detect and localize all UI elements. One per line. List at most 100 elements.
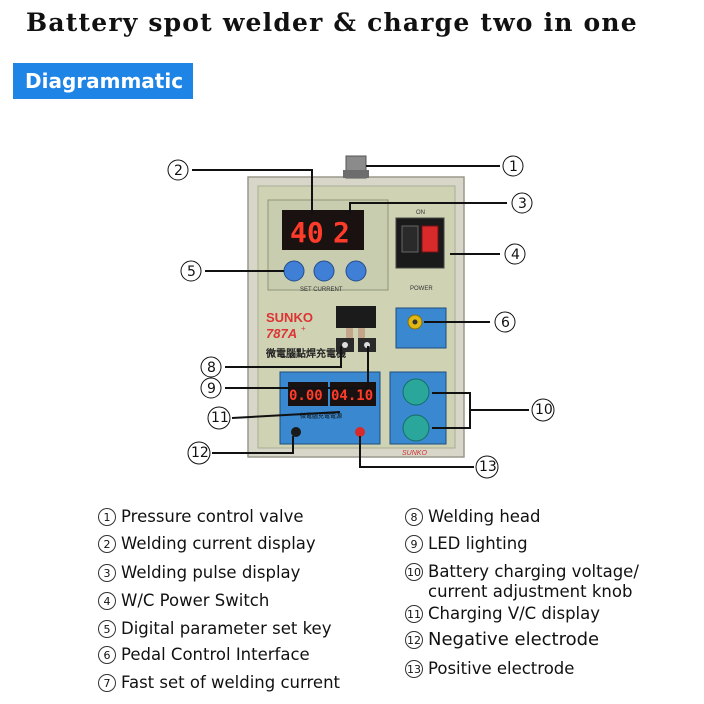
svg-text:9: 9 <box>207 381 216 397</box>
set-key-up <box>283 260 305 282</box>
legend-number: 11 <box>405 605 423 623</box>
legend-item-5: 5 Digital parameter set key <box>98 619 331 639</box>
power-switch-right <box>421 225 439 253</box>
legend-item-7: 7 Fast set of welding current <box>98 673 340 693</box>
welder-device: 40 2 SET CURRENT ON POWER SUNKO 787A + 微… <box>247 155 465 458</box>
callout-9: 9 <box>200 377 222 399</box>
legend-number: 2 <box>98 535 116 553</box>
legend-item-3: 3 Welding pulse display <box>98 563 300 583</box>
callout-13: 13 <box>475 455 499 479</box>
callout-numbers: 1 2 3 4 5 6 8 9 10 11 12 13 <box>167 155 555 479</box>
positive-terminal <box>355 427 365 437</box>
power-switch-left <box>401 225 419 253</box>
current-display <box>282 210 364 250</box>
legend-text: Welding pulse display <box>121 563 301 582</box>
legend-number: 12 <box>405 631 423 649</box>
set-key-down <box>313 260 335 282</box>
legend-text: Digital parameter set key <box>121 619 332 638</box>
legend-text: Welding head <box>428 507 541 526</box>
legend-number: 13 <box>405 660 423 678</box>
svg-text:11: 11 <box>211 410 229 426</box>
legend-text: Pressure control valve <box>121 507 304 526</box>
legend-number: 10 <box>405 563 423 581</box>
callout-3: 3 <box>511 192 533 214</box>
svg-text:3: 3 <box>518 196 527 212</box>
legend-number: 5 <box>98 620 116 638</box>
current-knob <box>402 414 430 442</box>
switch-on-label: ON <box>416 210 425 216</box>
cn-label: 微電腦點焊充電機 <box>265 347 346 360</box>
legend-item-8: 8 Welding head <box>405 507 541 527</box>
callout-6: 6 <box>494 311 516 333</box>
charge-current-display-value: 04.10 <box>331 388 373 404</box>
set-current-label: SET CURRENT <box>300 287 343 293</box>
callout-5: 5 <box>180 260 202 282</box>
legend-number: 7 <box>98 674 116 692</box>
legend-item-12: 12 Negative electrode <box>405 630 599 650</box>
legend-number: 9 <box>405 535 423 553</box>
pulse-display-value: 2 <box>333 216 350 249</box>
svg-text:6: 6 <box>501 315 510 331</box>
legend-text: W/C Power Switch <box>121 591 270 610</box>
legend-item-6: 6 Pedal Control Interface <box>98 645 310 665</box>
legend-text: Fast set of welding current <box>121 673 340 692</box>
svg-text:8: 8 <box>207 360 216 376</box>
voltage-display <box>288 382 328 406</box>
pressure-valve-base <box>343 170 369 178</box>
legend-item-11: 11 Charging V/C display <box>405 604 600 624</box>
callout-2: 2 <box>167 159 189 181</box>
callout-lines <box>192 165 529 468</box>
welding-head <box>336 306 376 328</box>
current-display-value: 40 <box>290 216 324 249</box>
model-label: 787A <box>266 326 297 341</box>
svg-text:4: 4 <box>511 247 520 263</box>
welding-electrode-right <box>358 328 365 342</box>
svg-text:10: 10 <box>535 402 553 418</box>
svg-text:1: 1 <box>509 159 518 175</box>
svg-text:2: 2 <box>174 163 183 179</box>
legend-text: Pedal Control Interface <box>121 645 310 664</box>
power-label: POWER <box>410 286 433 292</box>
legend-text: LED lighting <box>428 534 528 553</box>
legend-number: 4 <box>98 592 116 610</box>
callout-12: 12 <box>187 441 211 465</box>
legend-number: 1 <box>98 508 116 526</box>
panel-logo: SUNKO <box>402 450 427 457</box>
callout-10: 10 <box>531 398 555 422</box>
welding-electrode-left <box>346 328 353 342</box>
legend-number: 8 <box>405 508 423 526</box>
legend-item-9: 9 LED lighting <box>405 534 528 554</box>
legend-item-2: 2 Welding current display <box>98 534 316 554</box>
legend-item-10: 10 Battery charging voltage/ <box>405 562 639 582</box>
legend-item-4: 4 W/C Power Switch <box>98 591 269 611</box>
clamp-screw-left <box>342 342 348 348</box>
legend-text: Negative electrode <box>428 629 600 650</box>
model-sup: + <box>301 324 306 333</box>
callout-4: 4 <box>504 243 526 265</box>
voltage-display-value: 0.00 <box>289 388 323 404</box>
voltage-knob <box>402 378 430 406</box>
legend-text: Charging V/C display <box>428 604 601 623</box>
svg-text:5: 5 <box>187 264 196 280</box>
cn-label-2: 微電腦充電電源 <box>300 412 342 420</box>
legend-number: 6 <box>98 646 116 664</box>
svg-text:13: 13 <box>479 459 497 475</box>
callout-1: 1 <box>502 155 524 177</box>
svg-text:12: 12 <box>191 445 209 461</box>
legend-number: 3 <box>98 564 116 582</box>
pedal-interface-plate <box>395 307 447 349</box>
set-key-fast <box>345 260 367 282</box>
callout-11: 11 <box>207 406 231 430</box>
legend-text: Battery charging voltage/ <box>428 562 639 581</box>
diagram-tag: Diagrammatic <box>13 63 193 99</box>
legend-text: Welding current display <box>121 534 316 553</box>
legend-item-10-cont: current adjustment knob <box>428 582 632 602</box>
page-title: Battery spot welder & charge two in one <box>26 8 638 37</box>
callout-8: 8 <box>200 356 222 378</box>
brand-label: SUNKO <box>266 310 313 325</box>
legend-item-1: 1 Pressure control valve <box>98 507 304 527</box>
legend-text: current adjustment knob <box>428 582 633 601</box>
negative-terminal <box>291 427 301 437</box>
